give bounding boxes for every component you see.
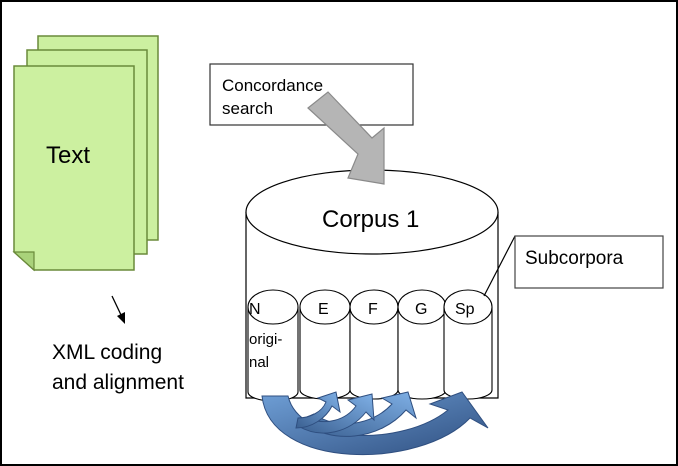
document-front [13,65,135,271]
document-folded-corner [12,251,35,272]
xml-arrow [111,295,125,324]
concordance-arrow [307,91,385,185]
search-box-line2: search [222,99,273,118]
subcorpus-e: E [299,289,351,400]
alignment-arrows [261,391,489,456]
alignment-arrow-e [295,391,341,429]
subcorpus-g-label: G [415,301,427,318]
subcorpus-sp: Sp [443,289,493,400]
alignment-arrow-f [297,393,375,434]
subcorpus-sp-label: Sp [455,301,475,318]
subcorpora-callout-label: Subcorpora [525,248,624,269]
subcorpus-n-sub2: nal [249,354,269,371]
subcorpus-f-label: F [368,301,378,318]
document-stack: Text [12,35,159,272]
subcorpus-n-sub1: origi- [249,331,282,348]
xml-caption-line2: and alignment [52,371,184,394]
xml-caption-line1: XML coding [52,341,162,364]
subcorpus-n-label: N [249,301,261,318]
subcorpora-callout: Subcorpora [483,235,664,297]
subcorpus-g: G [397,289,447,400]
subcorpus-e-label: E [318,301,329,318]
concordance-search-box: Concordance search [209,63,414,126]
document-label: Text [46,142,90,169]
search-box-line1: Concordance [222,76,323,95]
subcorpus-f: F [349,289,399,400]
subcorpus-n: N origi- nal [247,289,299,402]
corpus-title: Corpus 1 [322,206,419,233]
